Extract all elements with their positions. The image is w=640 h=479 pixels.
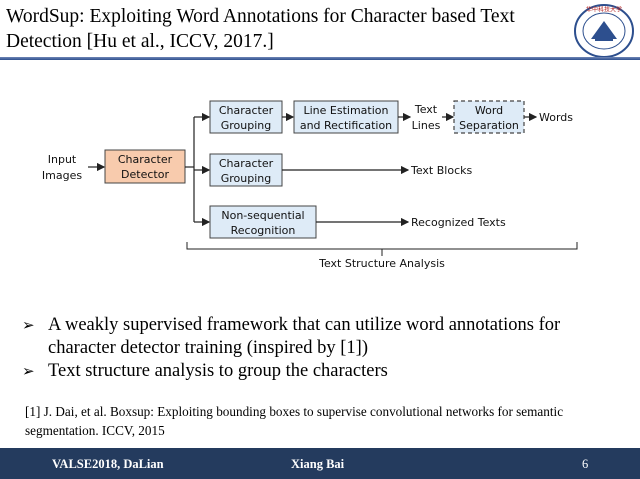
- character-detector-line1: Character: [118, 153, 173, 166]
- word-separation-line1: Word: [475, 104, 503, 117]
- character-grouping-1-line2: Grouping: [221, 119, 272, 132]
- footer-page-number: 6: [582, 457, 589, 471]
- word-separation-box: [453, 100, 525, 134]
- text-lines-line2: Lines: [412, 119, 441, 132]
- non-sequential-recognition-box: [209, 205, 317, 239]
- slide-title: WordSup: Exploiting Word Annotations for…: [6, 6, 515, 52]
- bullet-item-2: ➢ Text structure analysis to group the c…: [22, 360, 632, 383]
- line-estimation-box: [293, 100, 399, 134]
- university-logo: 华中科技大学: [574, 4, 634, 58]
- bullet-item-1: ➢ A weakly supervised framework that can…: [22, 314, 632, 360]
- bullet-list: ➢ A weakly supervised framework that can…: [22, 314, 632, 383]
- pipeline-diagram: Input Images Character Detector Characte…: [42, 100, 578, 270]
- character-detector-box: [104, 149, 186, 184]
- footer-author: Xiang Bai: [291, 457, 345, 471]
- text-blocks-output: Text Blocks: [410, 164, 472, 177]
- character-grouping-2-line1: Character: [219, 157, 274, 170]
- input-label-line1: Input: [48, 153, 77, 166]
- bullet-text-1: A weakly supervised framework that can u…: [48, 315, 561, 358]
- character-grouping-1-line1: Character: [219, 104, 274, 117]
- word-separation-line2: Separation: [459, 119, 519, 132]
- line-estimation-line1: Line Estimation: [304, 104, 389, 117]
- non-sequential-line2: Recognition: [231, 224, 296, 237]
- reference-text: [1] J. Dai, et al. Boxsup: Exploiting bo…: [25, 404, 564, 438]
- character-detector-line2: Detector: [121, 168, 169, 181]
- bullet-arrow-icon: ➢: [22, 362, 35, 380]
- footer-venue: VALSE2018, DaLian: [52, 457, 164, 471]
- input-label-line2: Images: [42, 169, 82, 182]
- structure-analysis-brace: [186, 242, 578, 256]
- title-divider: [0, 57, 640, 60]
- character-grouping-2-line2: Grouping: [221, 172, 272, 185]
- words-output: Words: [539, 111, 573, 124]
- recognized-texts-output: Recognized Texts: [411, 216, 506, 229]
- footer-bar: VALSE2018, DaLian Xiang Bai 6: [0, 448, 640, 479]
- logo-text: 华中科技大学: [586, 6, 622, 14]
- text-lines-line1: Text: [414, 103, 438, 116]
- non-sequential-line1: Non-sequential: [221, 209, 304, 222]
- text-structure-analysis-label: Text Structure Analysis: [318, 257, 445, 270]
- bullet-text-2: Text structure analysis to group the cha…: [48, 361, 388, 381]
- bullet-arrow-icon: ➢: [22, 316, 35, 334]
- line-estimation-line2: and Rectification: [300, 119, 392, 132]
